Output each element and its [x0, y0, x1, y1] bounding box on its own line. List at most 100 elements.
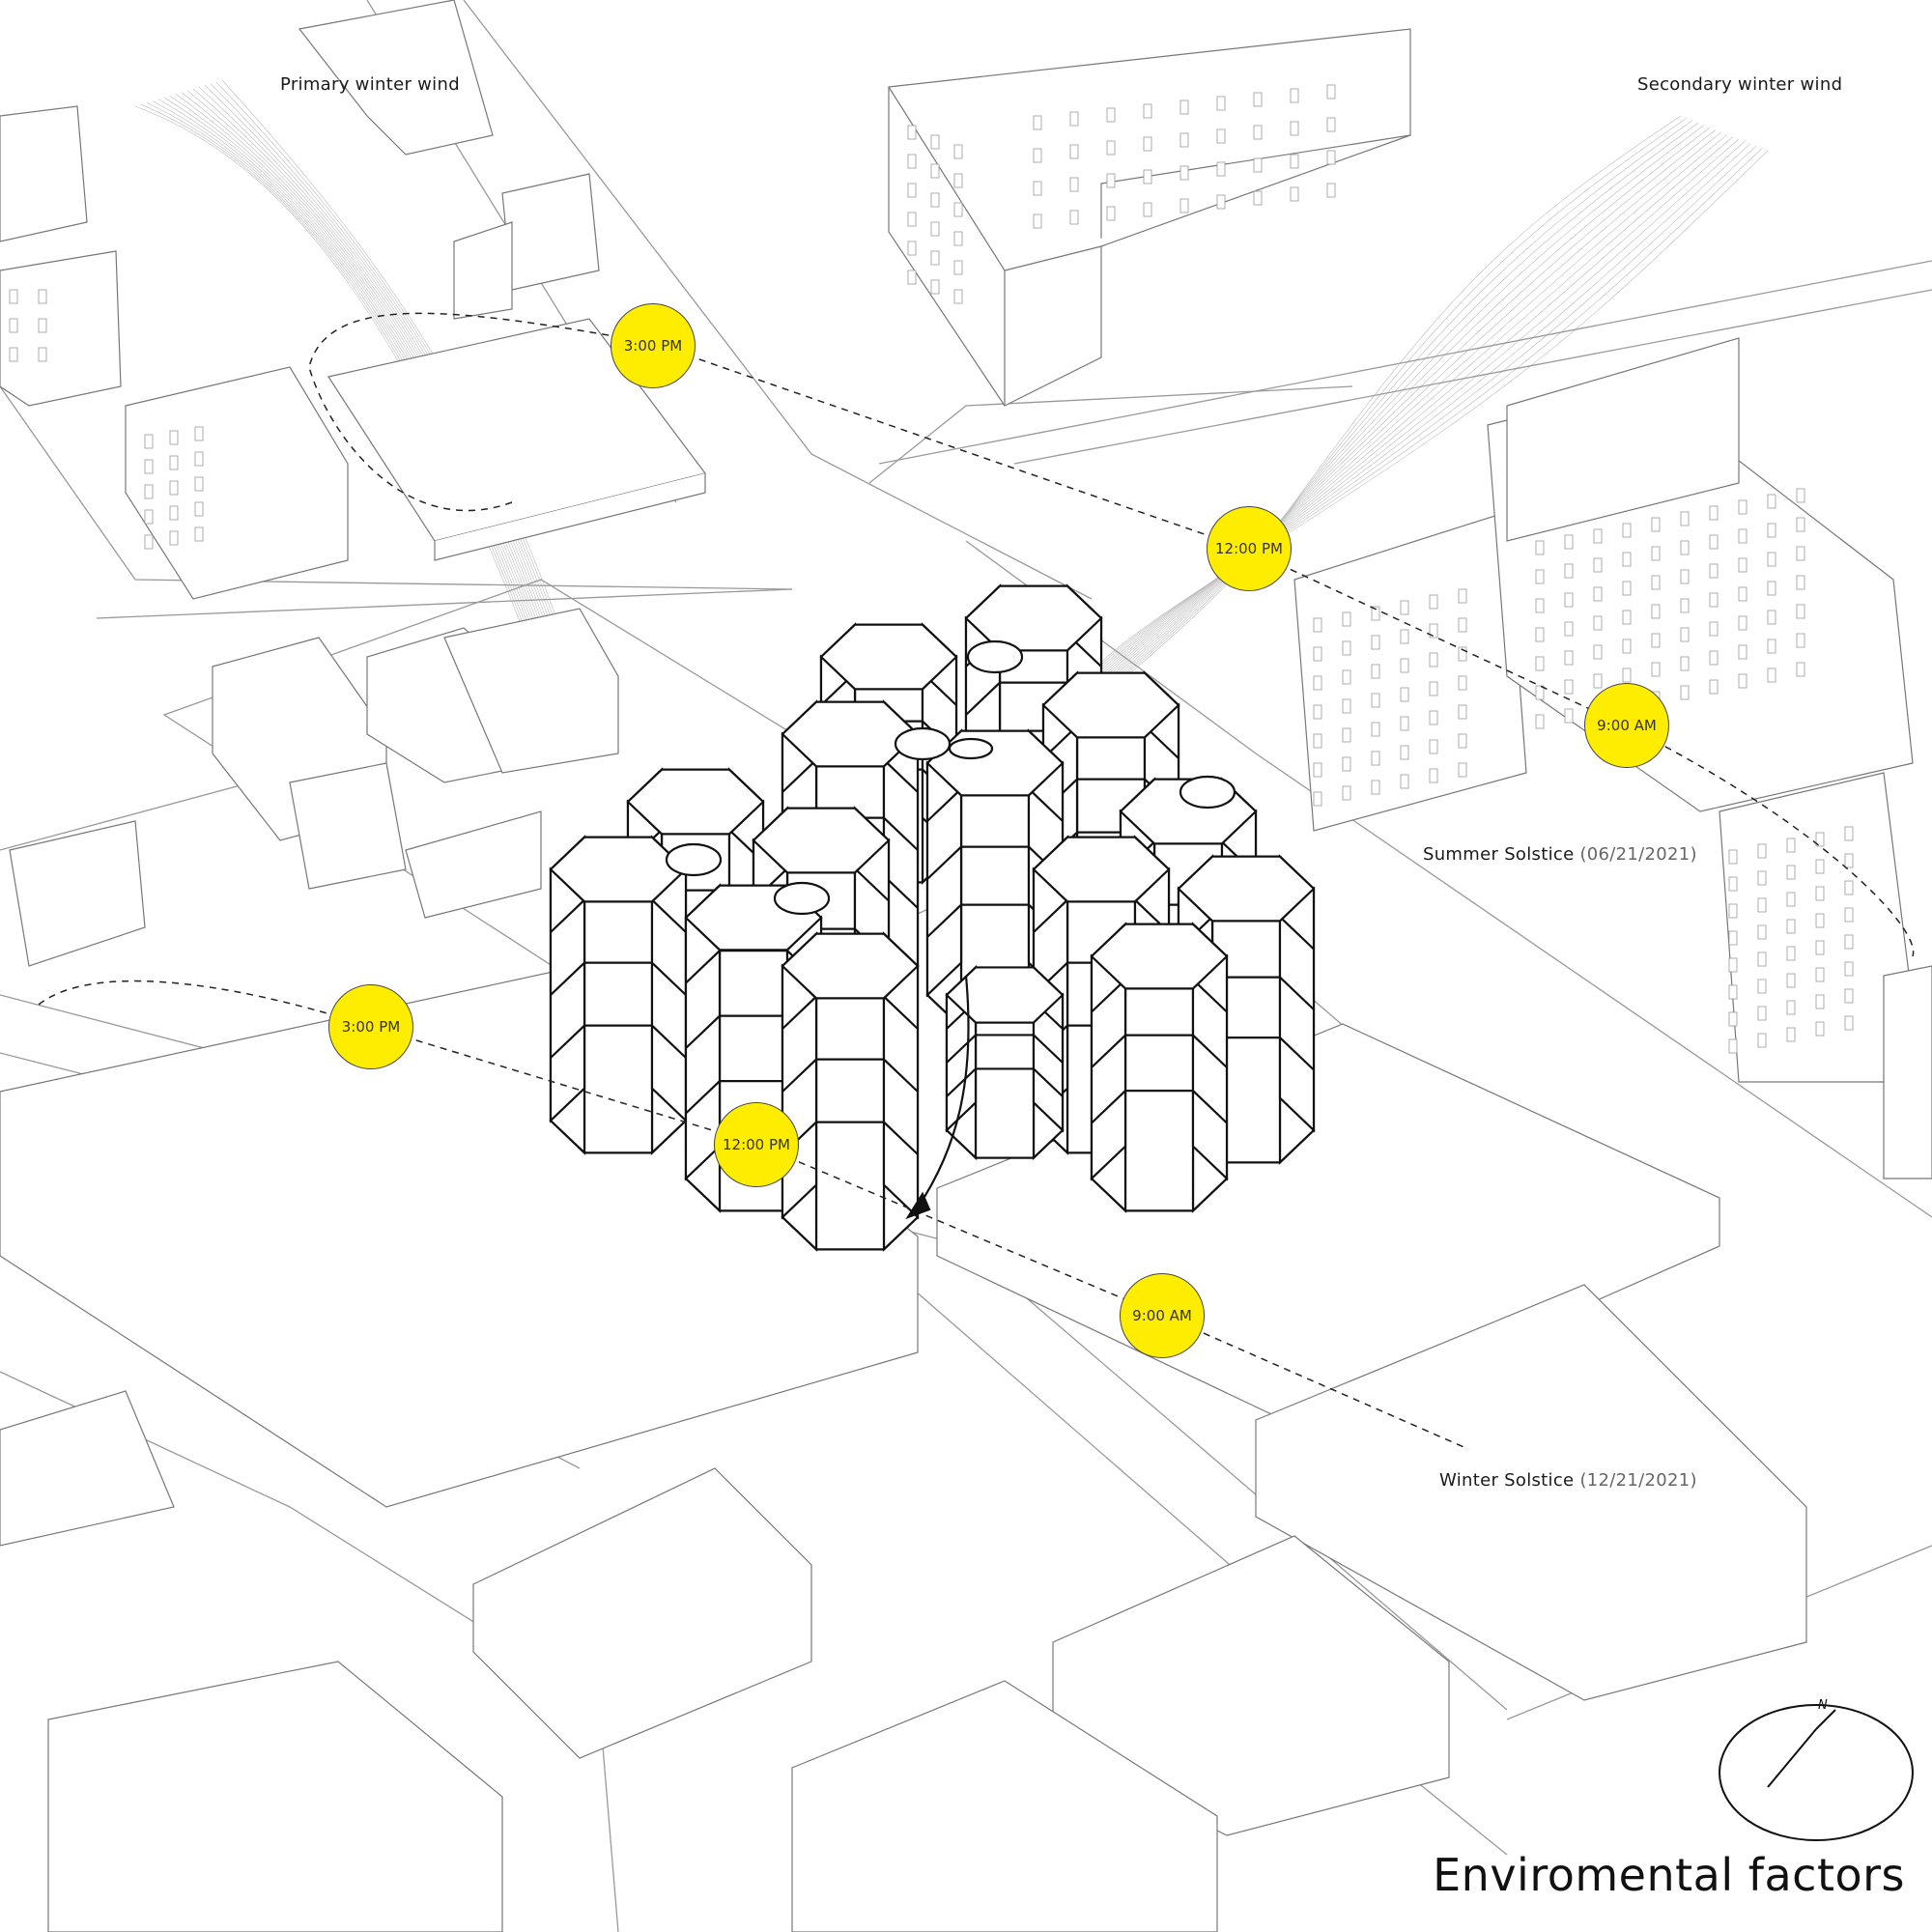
window	[1738, 615, 1747, 631]
window	[1458, 588, 1467, 604]
window	[1342, 640, 1351, 656]
primary-wind-line	[198, 86, 574, 696]
window	[1728, 849, 1738, 865]
window	[1253, 157, 1263, 173]
window	[930, 192, 940, 208]
window	[1106, 206, 1116, 221]
window	[1216, 128, 1226, 144]
window	[1535, 569, 1545, 584]
window	[144, 509, 154, 525]
window	[1738, 557, 1747, 573]
window	[1342, 756, 1351, 772]
window	[1400, 774, 1409, 789]
window	[1757, 1033, 1767, 1048]
window	[1429, 739, 1438, 754]
window	[1844, 988, 1854, 1004]
window	[1342, 611, 1351, 627]
window	[1815, 1021, 1825, 1037]
window	[1709, 534, 1719, 550]
primary-wind-line	[192, 88, 571, 695]
window	[1796, 488, 1805, 503]
window	[1106, 173, 1116, 188]
primary-wind-line	[181, 92, 565, 691]
hex-module-roof	[1090, 923, 1229, 990]
window	[1709, 505, 1719, 521]
window	[1680, 656, 1690, 671]
window	[1622, 610, 1632, 625]
window	[1738, 644, 1747, 660]
window	[1326, 84, 1336, 99]
skylight-well	[665, 842, 723, 877]
window	[194, 476, 204, 492]
window	[1326, 117, 1336, 132]
winter-sun-9am: 9:00 AM	[1120, 1273, 1205, 1358]
summer-solstice-name: Summer Solstice	[1423, 844, 1575, 865]
window	[1680, 685, 1690, 700]
window	[169, 430, 179, 445]
primary-wind-line	[186, 90, 568, 693]
window	[953, 289, 963, 304]
skylight-well	[966, 639, 1024, 674]
window	[169, 455, 179, 470]
window	[953, 202, 963, 217]
window	[1290, 186, 1299, 202]
window	[1709, 592, 1719, 608]
window	[1767, 523, 1776, 538]
window	[1033, 213, 1042, 229]
summer-sun-12pm: 12:00 PM	[1207, 506, 1292, 591]
window	[1429, 710, 1438, 725]
floor-line	[550, 1024, 687, 1059]
window	[1728, 903, 1738, 919]
window	[1767, 581, 1776, 596]
hex-module-wall	[582, 900, 654, 1154]
window	[1400, 687, 1409, 702]
window	[1728, 984, 1738, 1000]
window	[1757, 952, 1767, 967]
window	[930, 221, 940, 237]
window	[1786, 1027, 1796, 1042]
window	[1069, 111, 1079, 127]
window	[1622, 639, 1632, 654]
window	[1757, 843, 1767, 859]
window	[930, 250, 940, 266]
window	[1458, 675, 1467, 691]
window	[1033, 115, 1042, 130]
window	[1786, 946, 1796, 961]
secondary-winter-wind-label: Secondary winter wind	[1637, 74, 1843, 95]
building-windows	[9, 84, 1854, 1054]
summer-sun-9am: 9:00 AM	[1584, 683, 1669, 768]
diagram-title: Enviromental factors	[1433, 1849, 1905, 1901]
window	[194, 526, 204, 542]
window	[930, 279, 940, 295]
floor-line	[946, 1067, 1064, 1097]
window	[1535, 598, 1545, 613]
window	[1786, 892, 1796, 907]
hex-module-roof	[549, 836, 688, 903]
water-tank	[948, 737, 994, 760]
hex-module-roof	[1177, 855, 1316, 923]
window	[1342, 698, 1351, 714]
skylight-well	[773, 881, 831, 916]
window	[1069, 210, 1079, 225]
window	[194, 451, 204, 467]
winter-sun-12pm: 12:00 PM	[714, 1102, 799, 1187]
window	[1680, 540, 1690, 555]
window	[1143, 202, 1152, 217]
window	[1796, 633, 1805, 648]
window	[1815, 886, 1825, 901]
window	[1815, 859, 1825, 874]
window	[1651, 662, 1661, 677]
window	[1458, 762, 1467, 778]
window	[1326, 150, 1336, 165]
window	[1564, 534, 1574, 550]
window	[953, 144, 963, 159]
hex-module-roof	[781, 932, 920, 1000]
window	[1593, 644, 1603, 660]
hex-module-roof	[819, 623, 958, 691]
primary-wind-line	[157, 99, 554, 684]
window	[907, 270, 917, 285]
window	[1757, 870, 1767, 886]
window	[1844, 907, 1854, 923]
window	[1342, 669, 1351, 685]
window	[1651, 575, 1661, 590]
